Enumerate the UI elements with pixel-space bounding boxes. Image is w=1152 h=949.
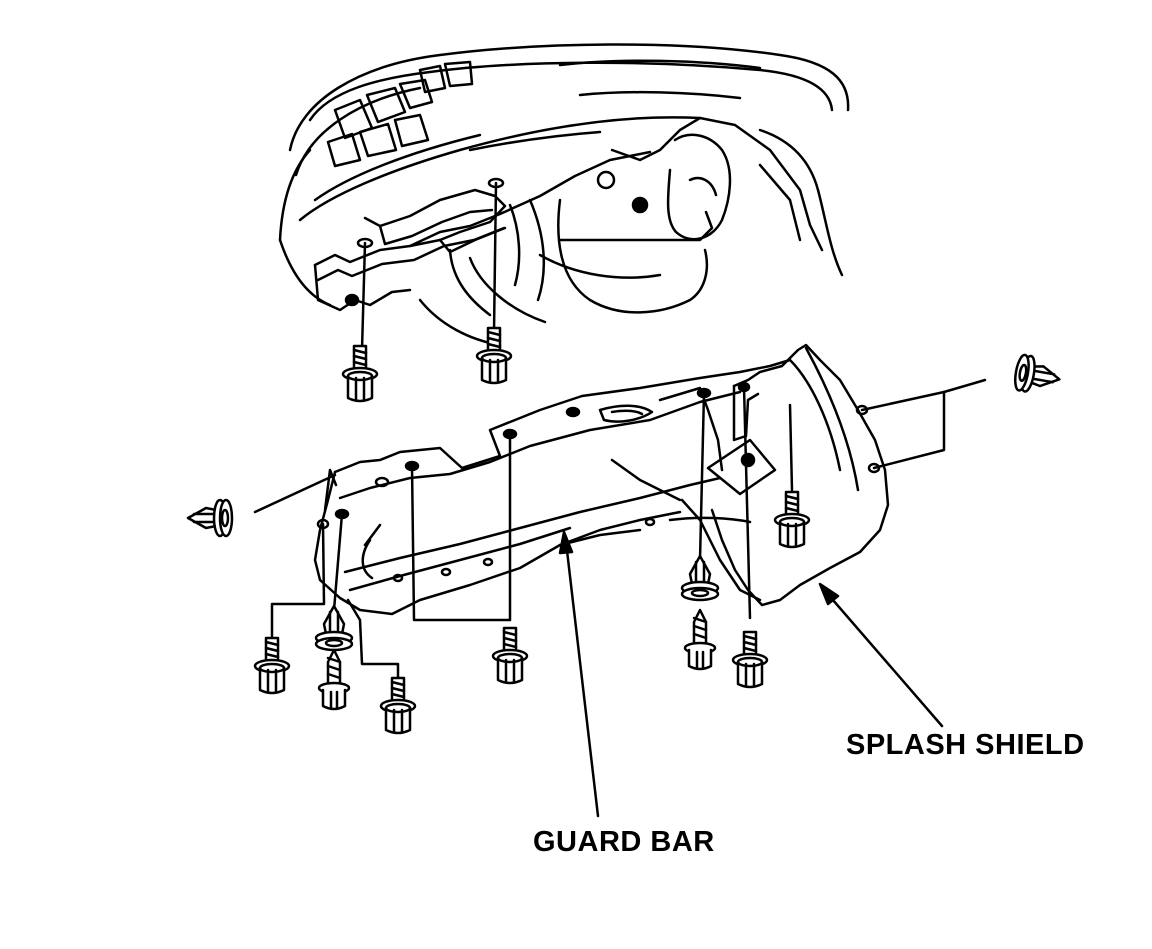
fastener-shield-bolt (773, 403, 811, 549)
splash-shield-label: SPLASH SHIELD (846, 729, 1085, 761)
fastener-left-clip-2 (314, 512, 354, 652)
splash-shield-arrow (818, 582, 944, 728)
fastener-left-bolt-1 (253, 522, 326, 695)
fastener-shield-clip (860, 352, 1064, 470)
fastener-left-clip (186, 473, 337, 538)
fastener-left-screw (317, 648, 351, 711)
fastener-left-bolt-2 (346, 598, 417, 735)
splash-shield-part (706, 343, 890, 607)
fastener-right-screw (683, 608, 717, 671)
upper-bolt-center (475, 181, 513, 385)
fastener-right-clip (680, 391, 720, 602)
guard-bar-arrow (558, 530, 600, 818)
upper-bolt-left (341, 241, 379, 403)
fastener-center-bolt (410, 430, 529, 685)
guard-bar-part (313, 358, 792, 616)
guard-bar-label: GUARD BAR (533, 826, 715, 858)
vehicle-underbody (278, 43, 850, 347)
fastener-right-bolt (731, 385, 769, 689)
